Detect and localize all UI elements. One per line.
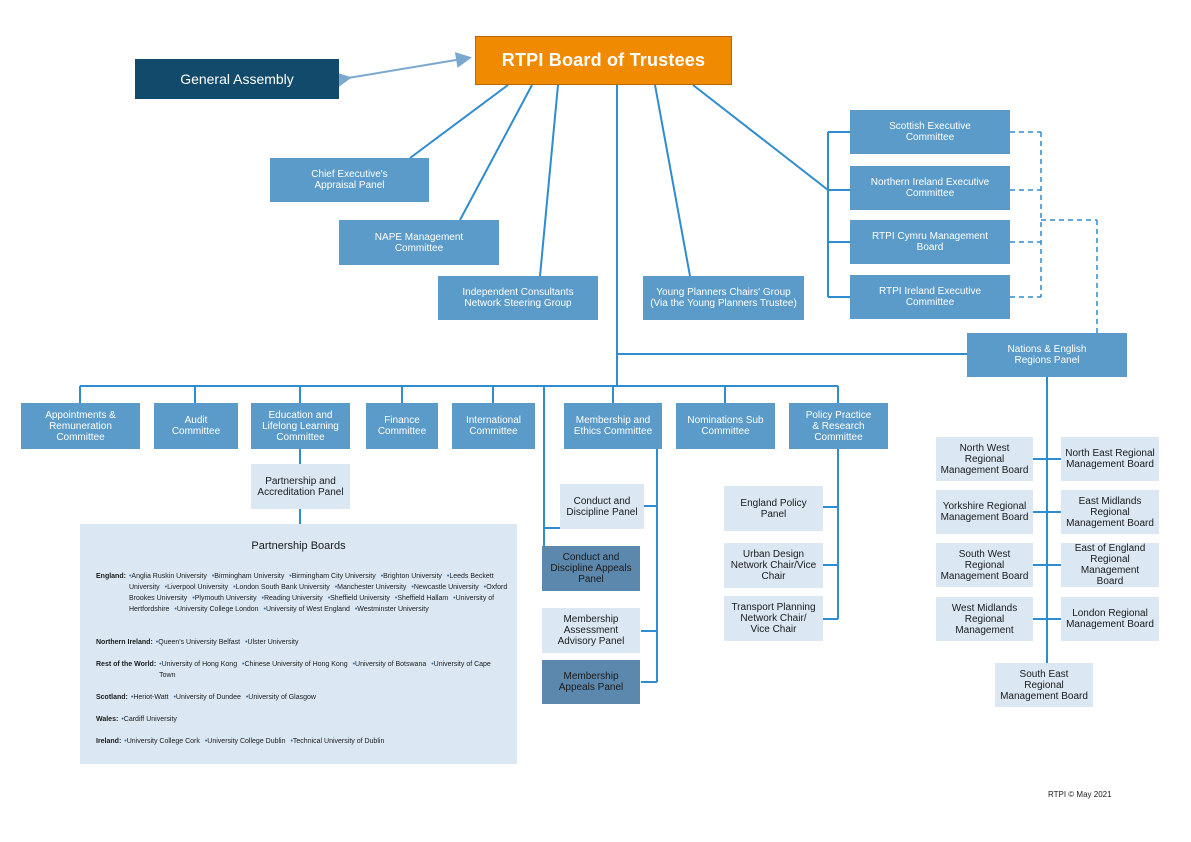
- north-west-regional-board-box: North West Regional Management Board: [936, 437, 1033, 481]
- university-item: Birmingham University: [212, 573, 284, 580]
- international-committee-box: International Committee: [452, 403, 535, 449]
- university-list: Anglia Ruskin University Birmingham Univ…: [129, 571, 511, 615]
- university-item: Reading University: [262, 595, 323, 602]
- yorkshire-regional-board-box: Yorkshire Regional Management Board: [936, 490, 1033, 534]
- partnership-boards-title: Partnership Boards: [251, 540, 346, 552]
- region-label: Rest of the World:: [96, 661, 157, 668]
- university-item: Anglia Ruskin University: [129, 573, 207, 580]
- university-item: Plymouth University: [192, 595, 256, 602]
- region-label: Northern Ireland:: [96, 639, 153, 646]
- partnership-boards-panel: Partnership Boards England: Anglia Ruski…: [80, 524, 517, 764]
- university-item: University College Cork: [124, 738, 200, 745]
- northern-ireland-executive-committee-box: Northern Ireland Executive Committee: [850, 166, 1010, 210]
- university-item: London South Bank University: [233, 584, 330, 591]
- membership-ethics-committee-box: Membership and Ethics Committee: [564, 403, 662, 449]
- university-item: Ulster University: [245, 639, 298, 646]
- nape-management-committee-box: NAPE Management Committee: [339, 220, 499, 265]
- university-list: Cardiff University: [121, 714, 511, 725]
- education-lifelong-learning-committee-box: Education and Lifelong Learning Committe…: [251, 403, 350, 449]
- university-item: Sheffield Hallam: [395, 595, 448, 602]
- university-item: University College Dublin: [205, 738, 286, 745]
- chief-executive-appraisal-panel-box: Chief Executive's Appraisal Panel: [270, 158, 429, 202]
- university-list: University of Hong Kong Chinese Universi…: [159, 659, 511, 681]
- university-list: Heriot-Watt University of Dundee Univers…: [131, 692, 511, 703]
- rtpi-cymru-management-board-box: RTPI Cymru Management Board: [850, 220, 1010, 264]
- east-midlands-regional-board-box: East Midlands Regional Management Board: [1061, 490, 1159, 534]
- university-list: University College Cork University Colle…: [124, 736, 511, 747]
- scottish-executive-committee-box: Scottish Executive Committee: [850, 110, 1010, 154]
- partnership-region-england: England: Anglia Ruskin University Birmin…: [96, 571, 511, 615]
- general-assembly-box: General Assembly: [135, 59, 339, 99]
- region-label: Wales:: [96, 716, 119, 723]
- region-label: Ireland:: [96, 738, 122, 745]
- rtpi-ireland-executive-committee-box: RTPI Ireland Executive Committee: [850, 275, 1010, 319]
- partnership-region-northern-ireland: Northern Ireland: Queen's University Bel…: [96, 637, 511, 648]
- west-midlands-regional-board-box: West Midlands Regional Management: [936, 597, 1033, 641]
- north-east-regional-board-box: North East Regional Management Board: [1061, 437, 1159, 481]
- policy-practice-research-committee-box: Policy Practice & Research Committee: [789, 403, 888, 449]
- south-east-regional-board-box: South East Regional Management Board: [995, 663, 1093, 707]
- copyright-text: RTPI © May 2021: [1048, 790, 1112, 799]
- partnership-accreditation-panel-box: Partnership and Accreditation Panel: [251, 464, 350, 509]
- partnership-region-scotland: Scotland: Heriot-Watt University of Dund…: [96, 692, 511, 703]
- university-item: Chinese University of Hong Kong: [242, 661, 348, 668]
- london-regional-board-box: London Regional Management Board: [1061, 597, 1159, 641]
- university-item: University of Dundee: [173, 694, 240, 701]
- university-item: University of Glasgow: [246, 694, 316, 701]
- partnership-region-wales: Wales: Cardiff University: [96, 714, 511, 725]
- university-item: Heriot-Watt: [131, 694, 169, 701]
- region-label: England:: [96, 573, 126, 580]
- nominations-sub-committee-box: Nominations Sub Committee: [676, 403, 775, 449]
- membership-assessment-advisory-panel-box: Membership Assessment Advisory Panel: [542, 608, 640, 653]
- audit-committee-box: Audit Committee: [154, 403, 238, 449]
- appointments-remuneration-committee-box: Appointments & Remuneration Committee: [21, 403, 140, 449]
- board-of-trustees-box: RTPI Board of Trustees: [475, 36, 732, 85]
- conduct-discipline-appeals-panel-box: Conduct and Discipline Appeals Panel: [542, 546, 640, 591]
- university-item: University College London: [174, 606, 258, 613]
- university-item: Technical University of Dublin: [290, 738, 384, 745]
- east-of-england-regional-board-box: East of England Regional Management Boar…: [1061, 543, 1159, 587]
- partnership-region-rest-of-world: Rest of the World: University of Hong Ko…: [96, 659, 511, 681]
- university-item: Manchester University: [335, 584, 407, 591]
- university-list: Queen's University Belfast Ulster Univer…: [156, 637, 511, 648]
- membership-appeals-panel-box: Membership Appeals Panel: [542, 660, 640, 704]
- university-item: Liverpool University: [165, 584, 229, 591]
- south-west-regional-board-box: South West Regional Management Board: [936, 543, 1033, 587]
- finance-committee-box: Finance Committee: [366, 403, 438, 449]
- england-policy-panel-box: England Policy Panel: [724, 486, 823, 531]
- conduct-discipline-panel-box: Conduct and Discipline Panel: [560, 484, 644, 529]
- partnership-region-ireland: Ireland: University College Cork Univers…: [96, 736, 511, 747]
- independent-consultants-network-box: Independent Consultants Network Steering…: [438, 276, 598, 320]
- transport-planning-network-box: Transport Planning Network Chair/ Vice C…: [724, 596, 823, 641]
- university-item: University of Botswana: [353, 661, 427, 668]
- university-item: Birmingham City University: [289, 573, 375, 580]
- university-item: University of Hong Kong: [159, 661, 237, 668]
- university-item: Queen's University Belfast: [156, 639, 240, 646]
- university-item: Cardiff University: [121, 716, 177, 723]
- university-item: Westminster University: [355, 606, 429, 613]
- young-planners-chairs-group-box: Young Planners Chairs' Group (Via the Yo…: [643, 276, 804, 320]
- university-item: Sheffield University: [328, 595, 390, 602]
- university-item: Brighton University: [381, 573, 442, 580]
- region-label: Scotland:: [96, 694, 128, 701]
- nations-english-regions-panel-box: Nations & English Regions Panel: [967, 333, 1127, 377]
- urban-design-network-box: Urban Design Network Chair/Vice Chair: [724, 543, 823, 588]
- university-item: Newcastle University: [411, 584, 478, 591]
- university-item: University of West England: [264, 606, 350, 613]
